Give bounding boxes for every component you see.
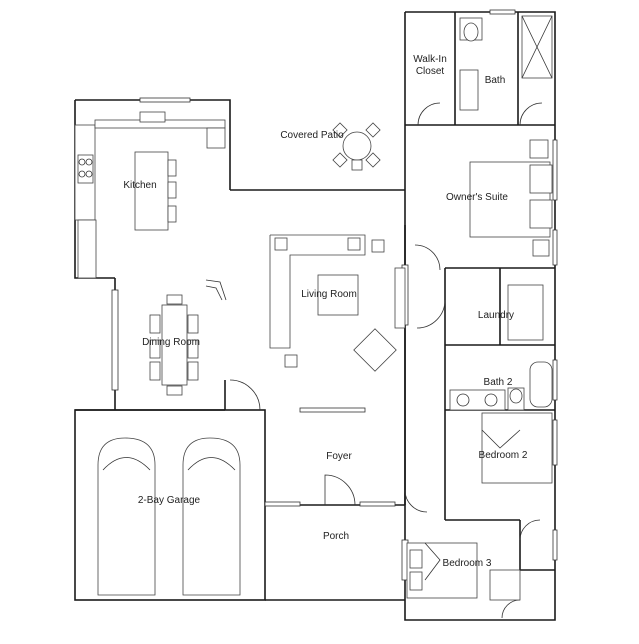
living-fixtures: [269, 234, 406, 372]
label-covered-patio: Covered Patio: [280, 130, 344, 141]
label-walk-in-closet-line2: Closet: [416, 66, 445, 77]
label-bath-2: Bath 2: [484, 377, 513, 388]
bath-fixtures: [449, 15, 553, 411]
dining-fixtures: [149, 279, 227, 396]
label-dining-room: Dining Room: [142, 337, 200, 348]
kitchen-fixtures: [74, 111, 226, 279]
label-bedroom-2: Bedroom 2: [479, 450, 528, 461]
label-walk-in-closet-line1: Walk-In: [413, 54, 447, 65]
label-garage: 2-Bay Garage: [138, 495, 201, 506]
room-labels: Walk-In Closet Bath Covered Patio Kitche…: [123, 54, 528, 569]
garage-cars: [97, 437, 241, 596]
label-bath: Bath: [485, 75, 506, 86]
label-foyer: Foyer: [326, 451, 352, 462]
label-kitchen: Kitchen: [123, 180, 156, 191]
label-living-room: Living Room: [301, 289, 357, 300]
label-porch: Porch: [323, 531, 349, 542]
patio-table: [332, 122, 381, 171]
doors: [229, 102, 543, 619]
beds: [406, 412, 553, 601]
laundry-fixtures: [507, 284, 544, 341]
label-bedroom-3: Bedroom 3: [443, 558, 492, 569]
label-owners-suite: Owner's Suite: [446, 192, 508, 203]
label-laundry: Laundry: [478, 310, 514, 321]
